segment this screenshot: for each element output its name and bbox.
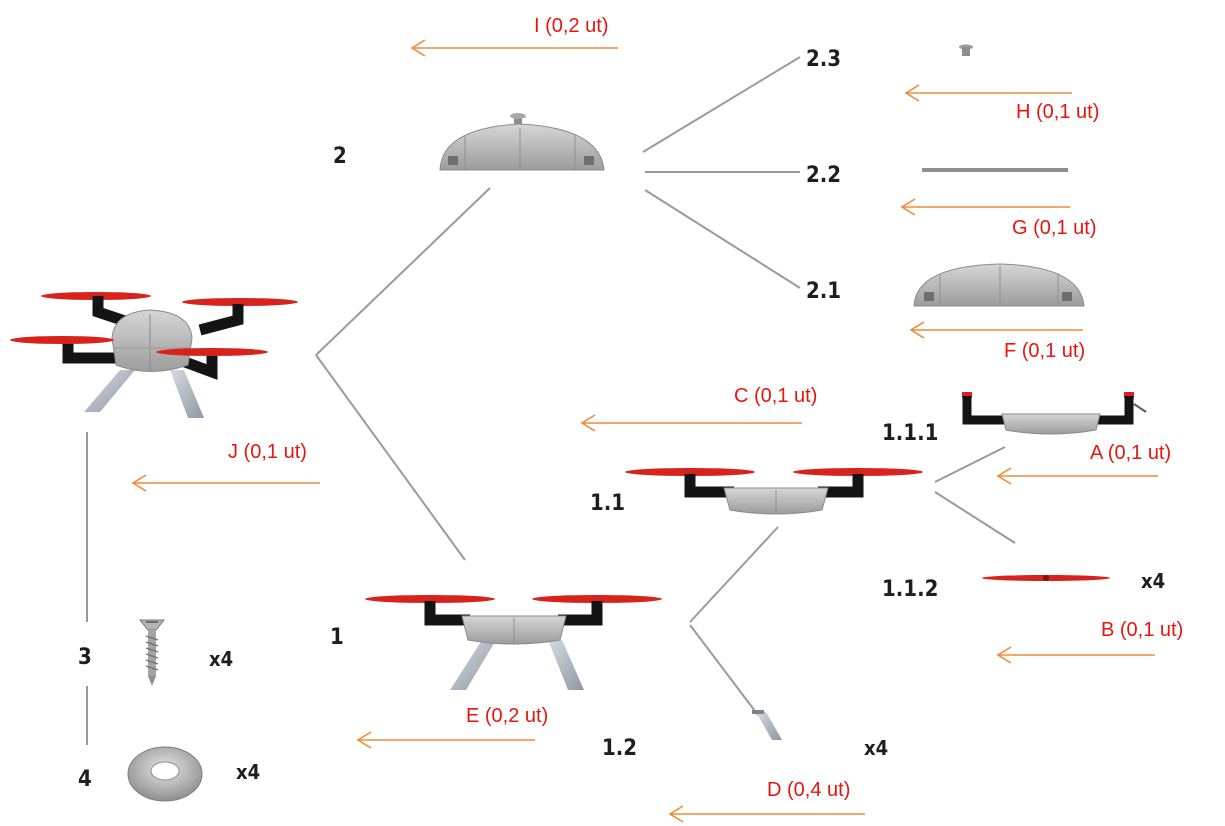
level-label-1-1-2: 1.1.2 [882, 577, 938, 602]
level-label-3: 3 [78, 645, 92, 670]
annotation-H: H (0,1 ut) [1016, 101, 1099, 123]
annotation-C: C (0,1 ut) [734, 385, 817, 407]
annotation-D: D (0,4 ut) [767, 779, 850, 801]
arrow-E [356, 731, 535, 749]
connector-root-to-2 [315, 187, 491, 356]
time-annotations: I (0,2 ut) H (0,1 ut) G (0,1 ut) F (0,1 … [228, 15, 1183, 801]
quantity-labels: x4 x4 x4 x4 [209, 569, 1165, 784]
assembled-drone-image [10, 292, 298, 418]
connector-1-to-1-1 [689, 526, 779, 623]
arrow-G [900, 198, 1070, 216]
connector-1-1-to-1-1-1 [934, 446, 1006, 483]
annotation-F: F (0,1 ut) [1004, 340, 1085, 362]
connector-1-1-to-1-1-2 [934, 491, 1016, 544]
level-label-4: 4 [78, 767, 92, 792]
arrow-A [996, 467, 1158, 485]
cap-image [959, 44, 973, 56]
annotation-J: J (0,1 ut) [228, 441, 307, 463]
gasket-image [922, 168, 1068, 172]
arrow-D [668, 805, 865, 823]
annotation-I: I (0,2 ut) [534, 15, 608, 37]
quantity-propeller: x4 [1141, 569, 1165, 593]
arrow-H [904, 84, 1072, 102]
arrow-B [996, 646, 1155, 664]
level-label-2-3: 2.3 [806, 47, 841, 72]
level-label-2-2: 2.2 [806, 163, 841, 188]
level-labels: 2 2.3 2.2 2.1 1 1.1 1.1.1 1.1.2 1.2 3 4 [78, 47, 938, 792]
annotation-G: G (0,1 ut) [1012, 217, 1096, 239]
top-cover-assembly-image [439, 113, 605, 171]
annotation-B: B (0,1 ut) [1101, 619, 1183, 641]
annotation-arrows [131, 39, 1158, 823]
connector-2-to-2-3 [642, 56, 801, 153]
tree-connectors [86, 56, 1016, 745]
leg-image [752, 710, 782, 740]
level-label-1: 1 [330, 625, 344, 650]
quantity-leg: x4 [864, 736, 888, 760]
level-label-1-1-1: 1.1.1 [882, 421, 938, 446]
arrow-J [131, 474, 320, 492]
level-label-2: 2 [333, 144, 347, 169]
level-label-1-1: 1.1 [590, 491, 625, 516]
washer-image [127, 746, 203, 802]
arrow-I [410, 39, 618, 57]
frame-with-propellers-image [625, 468, 923, 515]
annotation-A: A (0,1 ut) [1090, 442, 1171, 464]
connector-1-to-1-2 [689, 624, 759, 716]
frame-with-motors-image [962, 392, 1147, 435]
arrow-F [909, 321, 1083, 339]
quantity-screw: x4 [209, 647, 233, 671]
frame-with-legs-image [365, 595, 662, 690]
connector-root-to-1 [315, 354, 466, 561]
arrow-C [580, 414, 802, 432]
connector-2-to-2-1 [644, 189, 801, 289]
quantity-washer: x4 [236, 760, 260, 784]
propeller-image [982, 575, 1110, 581]
screw-image [138, 619, 166, 686]
cover-shell-image [913, 263, 1085, 307]
level-label-2-1: 2.1 [806, 279, 841, 304]
level-label-1-2: 1.2 [602, 736, 637, 761]
annotation-E: E (0,2 ut) [466, 705, 548, 727]
